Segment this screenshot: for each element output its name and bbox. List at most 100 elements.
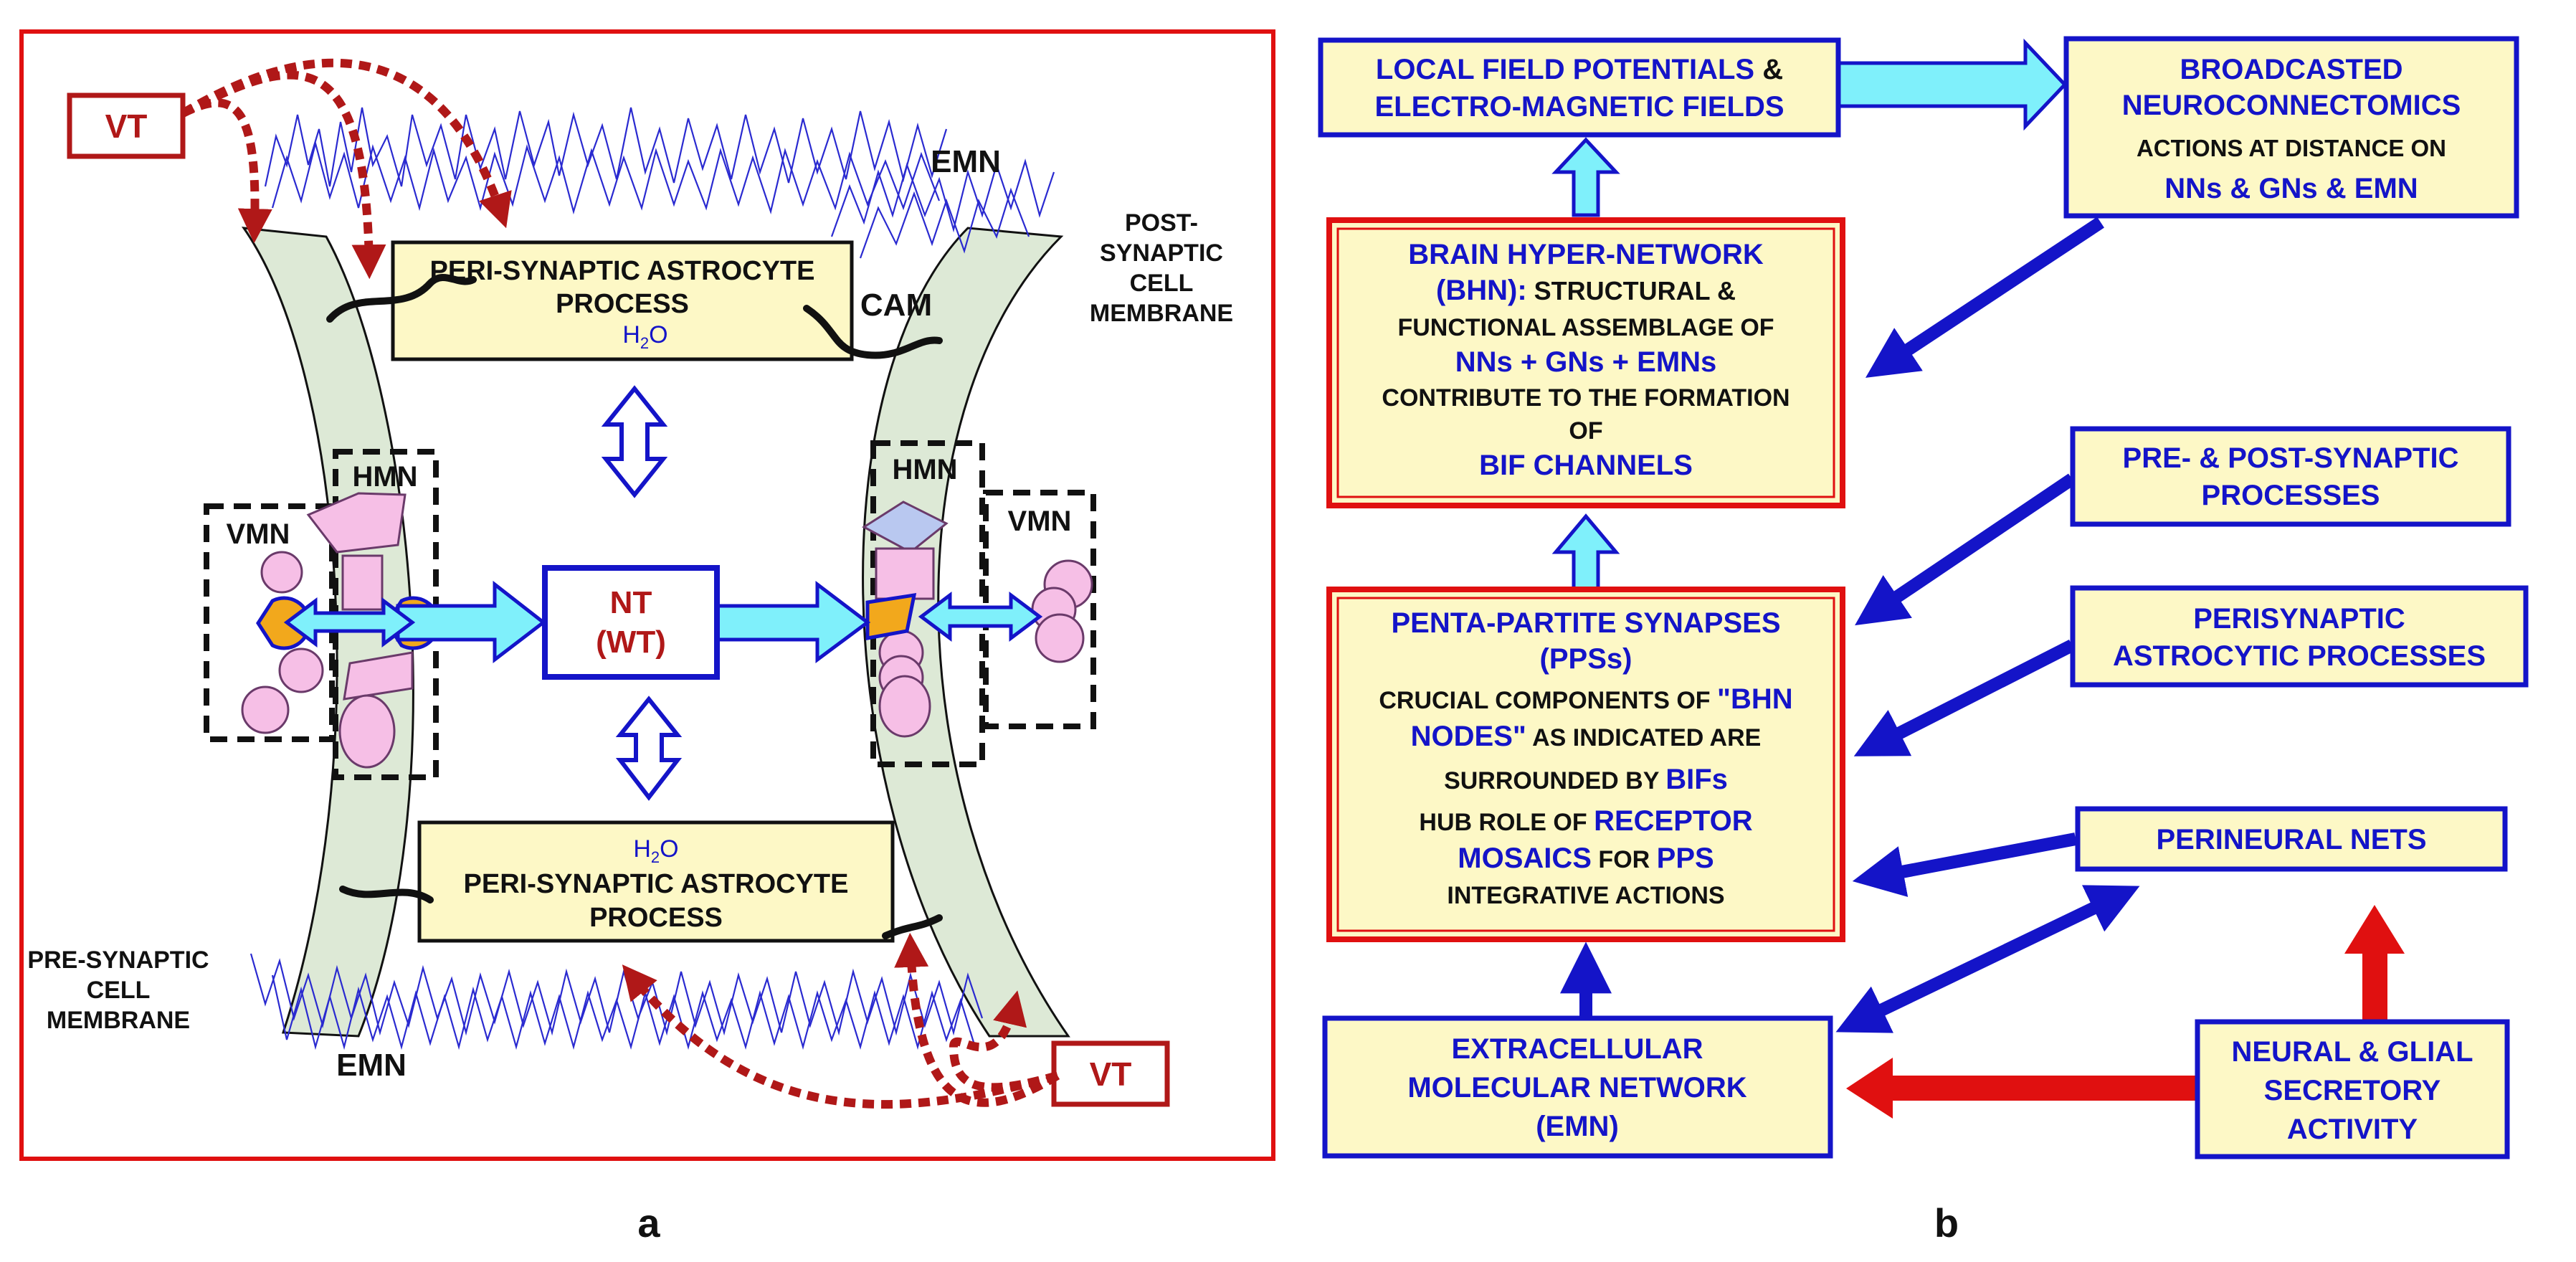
arrow-vmn-left-double bbox=[283, 597, 416, 647]
pps-box bbox=[1326, 587, 1845, 942]
emn-box bbox=[1322, 1015, 1833, 1159]
arrow-emn-perineural-double bbox=[1835, 885, 2140, 1033]
emn-line3: (EMN) bbox=[1536, 1111, 1619, 1142]
emn-scribble-bottom bbox=[249, 953, 984, 1050]
vt-label-top: VT bbox=[105, 108, 148, 145]
pps-line8: INTEGRATIVE ACTIONS bbox=[1447, 882, 1724, 909]
astrocyte-top-line2: PROCESS bbox=[556, 289, 689, 319]
hmn-right-box bbox=[870, 440, 985, 767]
vmn-label-right: VMN bbox=[1008, 506, 1072, 537]
emn-line1: EXTRACELLULAR bbox=[1451, 1033, 1703, 1065]
svg-text:CELL: CELL bbox=[87, 977, 151, 1004]
arrow-perisyn-to-pps bbox=[1853, 639, 2076, 756]
bhn-line5: CONTRIBUTE TO THE FORMATION bbox=[1382, 384, 1790, 412]
astrocyte-top-line1: PERI-SYNAPTIC ASTROCYTE bbox=[430, 256, 815, 286]
bhn-box-inner bbox=[1336, 227, 1835, 498]
vt-box-top bbox=[67, 92, 186, 159]
perisyn-box bbox=[2070, 585, 2529, 688]
bhn-line6: OF bbox=[1569, 417, 1602, 445]
pps-line4: NODES" AS INDICATED ARE bbox=[1411, 721, 1762, 752]
broadcast-line4: NNs & GNs & EMN bbox=[2164, 173, 2418, 204]
astrocyte-bottom-line2: PROCESS bbox=[589, 903, 723, 933]
arrow-secretory-to-perineural bbox=[2344, 905, 2405, 1022]
bhn-line1: BRAIN HYPER-NETWORK bbox=[1408, 239, 1764, 270]
lfp-line1: LOCAL FIELD POTENTIALS & bbox=[1376, 54, 1783, 85]
vmn-right-box bbox=[983, 490, 1096, 729]
arrow-bhn-to-lfp bbox=[1551, 137, 1620, 217]
perisyn-line1: PERISYNAPTIC bbox=[2193, 603, 2405, 635]
astrocyte-process-top bbox=[391, 240, 854, 361]
pps-box-inner bbox=[1336, 597, 1835, 932]
broadcast-line1: BROADCASTED bbox=[2180, 54, 2402, 85]
broadcast-line3: ACTIONS AT DISTANCE ON bbox=[2137, 135, 2446, 161]
arrow-left-to-nt bbox=[396, 580, 547, 664]
astrocyte-process-bottom bbox=[417, 820, 895, 943]
secretory-box bbox=[2195, 1019, 2510, 1159]
pre-synaptic-label: PRE-SYNAPTIC CELL MEMBRANE bbox=[27, 946, 209, 1034]
arrow-secretory-to-emn bbox=[1846, 1058, 2197, 1119]
pps-line3: CRUCIAL COMPONENTS OF "BHN bbox=[1379, 683, 1792, 715]
svg-text:PRE-SYNAPTIC: PRE-SYNAPTIC bbox=[27, 946, 209, 974]
astrocyte-bottom-line1: PERI-SYNAPTIC ASTROCYTE bbox=[464, 869, 849, 899]
panel-a: PERI-SYNAPTIC ASTROCYTE PROCESS H2O H2O … bbox=[19, 29, 1275, 1246]
svg-text:CELL: CELL bbox=[1130, 270, 1194, 297]
lfp-line2: ELECTRO-MAGNETIC FIELDS bbox=[1374, 91, 1784, 123]
svg-text:MEMBRANE: MEMBRANE bbox=[47, 1007, 190, 1034]
prepost-box bbox=[2070, 426, 2511, 527]
arrow-nt-to-right bbox=[715, 580, 871, 663]
pps-line6: HUB ROLE OF RECEPTOR bbox=[1419, 805, 1752, 837]
arrow-perineural-to-pps bbox=[1852, 832, 2077, 897]
receptor-mosaic-left bbox=[241, 492, 414, 769]
vt-label-bottom: VT bbox=[1090, 1055, 1132, 1093]
nt-label: NT bbox=[610, 585, 652, 620]
svg-text:POST-: POST- bbox=[1125, 209, 1198, 237]
broadcast-box bbox=[2063, 36, 2519, 219]
cam-label: CAM bbox=[860, 288, 932, 323]
receptor-orange-right bbox=[865, 592, 917, 640]
pps-line7: MOSAICS FOR PPS bbox=[1458, 843, 1714, 874]
red-secretory-arrows bbox=[1846, 905, 2405, 1119]
arrow-broadcast-to-bhn bbox=[1865, 217, 2104, 378]
secretory-line3: ACTIVITY bbox=[2287, 1114, 2418, 1145]
wt-label: (WT) bbox=[596, 625, 666, 660]
arrow-vmn-right-double bbox=[918, 592, 1043, 642]
bhn-line2: (BHN): STRUCTURAL & bbox=[1436, 275, 1736, 306]
receptor-mosaic-right bbox=[862, 500, 1093, 738]
emn-line2: MOLECULAR NETWORK bbox=[1407, 1072, 1746, 1104]
hmn-label-right: HMN bbox=[892, 454, 957, 485]
arrow-prepost-to-pps bbox=[1855, 473, 2076, 626]
emn-label-bottom: EMN bbox=[336, 1048, 407, 1083]
pps-line2: (PPSs) bbox=[1540, 643, 1632, 675]
pps-line1: PENTA-PARTITE SYNAPSES bbox=[1391, 607, 1780, 639]
h2o-top: H2O bbox=[622, 321, 667, 352]
panel-a-caption: a bbox=[637, 1200, 660, 1246]
secretory-line2: SECRETORY bbox=[2264, 1075, 2441, 1106]
pps-line5: SURROUNDED BY BIFs bbox=[1444, 764, 1728, 795]
blue-link-arrows bbox=[1560, 217, 2104, 1018]
vmn-left-box bbox=[204, 503, 335, 742]
panel-b: LOCAL FIELD POTENTIALS & ELECTRO-MAGNETI… bbox=[1318, 36, 2529, 1246]
bhn-line3: FUNCTIONAL ASSEMBLAGE OF bbox=[1397, 314, 1774, 341]
arrow-lfp-to-broadcast bbox=[1837, 38, 2068, 131]
h2o-bottom: H2O bbox=[633, 835, 678, 866]
double-arrow-bottom bbox=[615, 696, 683, 801]
hmn-label-left: HMN bbox=[352, 461, 417, 493]
vt-box-bottom bbox=[1051, 1040, 1170, 1107]
svg-text:SYNAPTIC: SYNAPTIC bbox=[1100, 239, 1223, 267]
broadcast-line2: NEUROCONNECTOMICS bbox=[2122, 90, 2461, 121]
lfp-box bbox=[1318, 37, 1841, 138]
water-exchange-arrows bbox=[601, 385, 683, 801]
prepost-line1: PRE- & POST-SYNAPTIC bbox=[2123, 442, 2459, 474]
bhn-box bbox=[1326, 217, 1845, 508]
vmn-label-left: VMN bbox=[227, 518, 290, 550]
bhn-line4: NNs + GNs + EMNs bbox=[1455, 346, 1717, 378]
perisyn-line2: ASTROCYTIC PROCESSES bbox=[2113, 640, 2486, 672]
pre-synaptic-membrane bbox=[241, 227, 414, 1038]
double-arrow-top bbox=[601, 385, 668, 498]
emn-label-top: EMN bbox=[931, 144, 1001, 179]
perineural-line1: PERINEURAL NETS bbox=[2156, 824, 2426, 855]
panel-b-caption: b bbox=[1934, 1200, 1959, 1246]
post-synaptic-label: POST- SYNAPTIC CELL MEMBRANE bbox=[1090, 209, 1233, 327]
bhn-line7: BIF CHANNELS bbox=[1479, 450, 1693, 481]
